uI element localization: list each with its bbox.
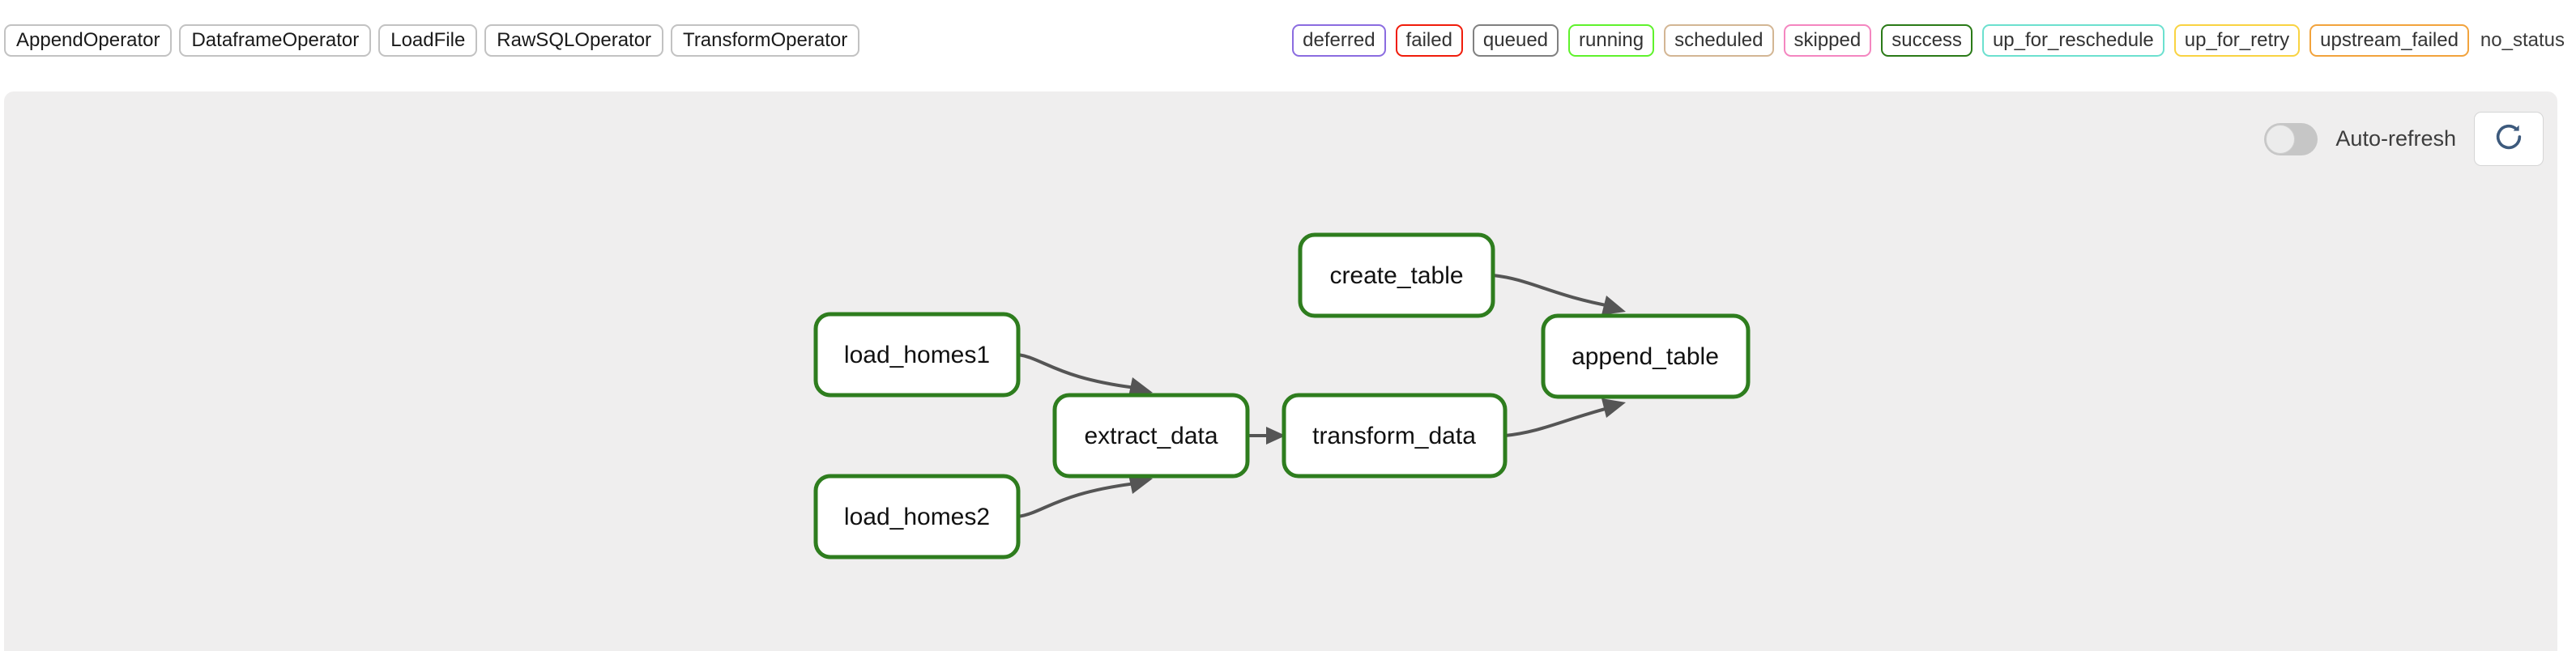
status-chip-label: deferred bbox=[1303, 29, 1375, 51]
status-chip-up-for-retry[interactable]: up_for_retry bbox=[2173, 24, 2301, 57]
status-chip-scheduled[interactable]: scheduled bbox=[1664, 24, 1774, 57]
operator-chip-label: DataframeOperator bbox=[191, 29, 360, 51]
dag-node-load-homes1[interactable]: load_homes1 bbox=[813, 312, 1021, 398]
dag-node-label: create_table bbox=[1329, 262, 1463, 289]
graph-nodes: load_homes1 load_homes2 extract_data cre… bbox=[813, 232, 1751, 560]
edge-extract-data-to-transform-data bbox=[1247, 427, 1286, 445]
status-chip-skipped[interactable]: skipped bbox=[1783, 24, 1872, 57]
dag-node-label: transform_data bbox=[1312, 423, 1476, 449]
status-chip-running[interactable]: running bbox=[1568, 24, 1655, 57]
auto-refresh-toggle-knob bbox=[2266, 124, 2296, 154]
operator-chip-load-file[interactable]: LoadFile bbox=[378, 24, 478, 57]
status-chip-no-status[interactable]: no_status bbox=[2479, 24, 2566, 57]
status-chip-failed[interactable]: failed bbox=[1395, 24, 1463, 57]
status-chip-success[interactable]: success bbox=[1881, 24, 1973, 57]
status-chip-up-for-reschedule[interactable]: up_for_reschedule bbox=[1981, 24, 2164, 57]
status-chip-label: up_for_reschedule bbox=[1992, 29, 2154, 51]
dag-node-append-table[interactable]: append_table bbox=[1541, 313, 1751, 399]
dag-node-load-homes2[interactable]: load_homes2 bbox=[813, 474, 1021, 560]
operator-chip-append-operator[interactable]: AppendOperator bbox=[4, 24, 173, 57]
auto-refresh-label: Auto-refresh bbox=[2335, 126, 2456, 151]
operator-chip-label: LoadFile bbox=[390, 29, 466, 51]
status-chip-label: no_status bbox=[2480, 29, 2565, 51]
dag-node-create-table[interactable]: create_table bbox=[1298, 232, 1495, 318]
dag-node-extract-data[interactable]: extract_data bbox=[1052, 393, 1250, 479]
edge-transform-data-to-append-table bbox=[1504, 398, 1626, 437]
operator-chip-label: TransformOperator bbox=[683, 29, 848, 51]
page-header: AppendOperator DataframeOperator LoadFil… bbox=[0, 0, 2576, 91]
status-chip-label: skipped bbox=[1793, 29, 1862, 51]
panel-controls: Auto-refresh bbox=[2264, 112, 2544, 166]
status-chip-label: running bbox=[1579, 29, 1644, 51]
operator-chip-raw-sql-operator[interactable]: RawSQLOperator bbox=[484, 24, 664, 57]
graph-panel: Auto-refresh bbox=[4, 91, 2557, 651]
status-chip-label: scheduled bbox=[1674, 29, 1764, 51]
auto-refresh-toggle[interactable] bbox=[2264, 122, 2318, 155]
status-chip-label: upstream_failed bbox=[2320, 29, 2459, 51]
dag-node-label: extract_data bbox=[1084, 423, 1218, 449]
operator-chip-label: AppendOperator bbox=[16, 29, 160, 51]
dag-graph-canvas[interactable]: load_homes1 load_homes2 extract_data cre… bbox=[4, 91, 2557, 651]
status-chip-upstream-failed[interactable]: upstream_failed bbox=[2309, 24, 2469, 57]
refresh-button[interactable] bbox=[2474, 112, 2544, 166]
status-chip-queued[interactable]: queued bbox=[1472, 24, 1559, 57]
refresh-icon bbox=[2493, 121, 2525, 157]
edge-load-homes2-to-extract-data bbox=[1017, 474, 1153, 518]
operator-filter-chips: AppendOperator DataframeOperator LoadFil… bbox=[4, 24, 860, 57]
dag-node-label: load_homes2 bbox=[844, 504, 990, 530]
status-chip-label: queued bbox=[1482, 29, 1549, 51]
status-chip-label: success bbox=[1891, 29, 1962, 51]
status-chip-deferred[interactable]: deferred bbox=[1292, 24, 1386, 57]
operator-chip-dataframe-operator[interactable]: DataframeOperator bbox=[179, 24, 372, 57]
dag-node-label: append_table bbox=[1572, 343, 1719, 370]
graph-edges bbox=[1017, 274, 1626, 518]
edge-create-table-to-append-table bbox=[1492, 274, 1626, 315]
status-chip-label: up_for_retry bbox=[2184, 29, 2290, 51]
operator-chip-label: RawSQLOperator bbox=[497, 29, 652, 51]
operator-chip-transform-operator[interactable]: TransformOperator bbox=[671, 24, 860, 57]
status-legend: deferred failed queued running scheduled… bbox=[1292, 24, 2566, 57]
dag-node-transform-data[interactable]: transform_data bbox=[1282, 393, 1508, 479]
status-chip-label: failed bbox=[1405, 29, 1452, 51]
dag-node-label: load_homes1 bbox=[844, 342, 990, 368]
edge-load-homes1-to-extract-data bbox=[1017, 353, 1153, 397]
